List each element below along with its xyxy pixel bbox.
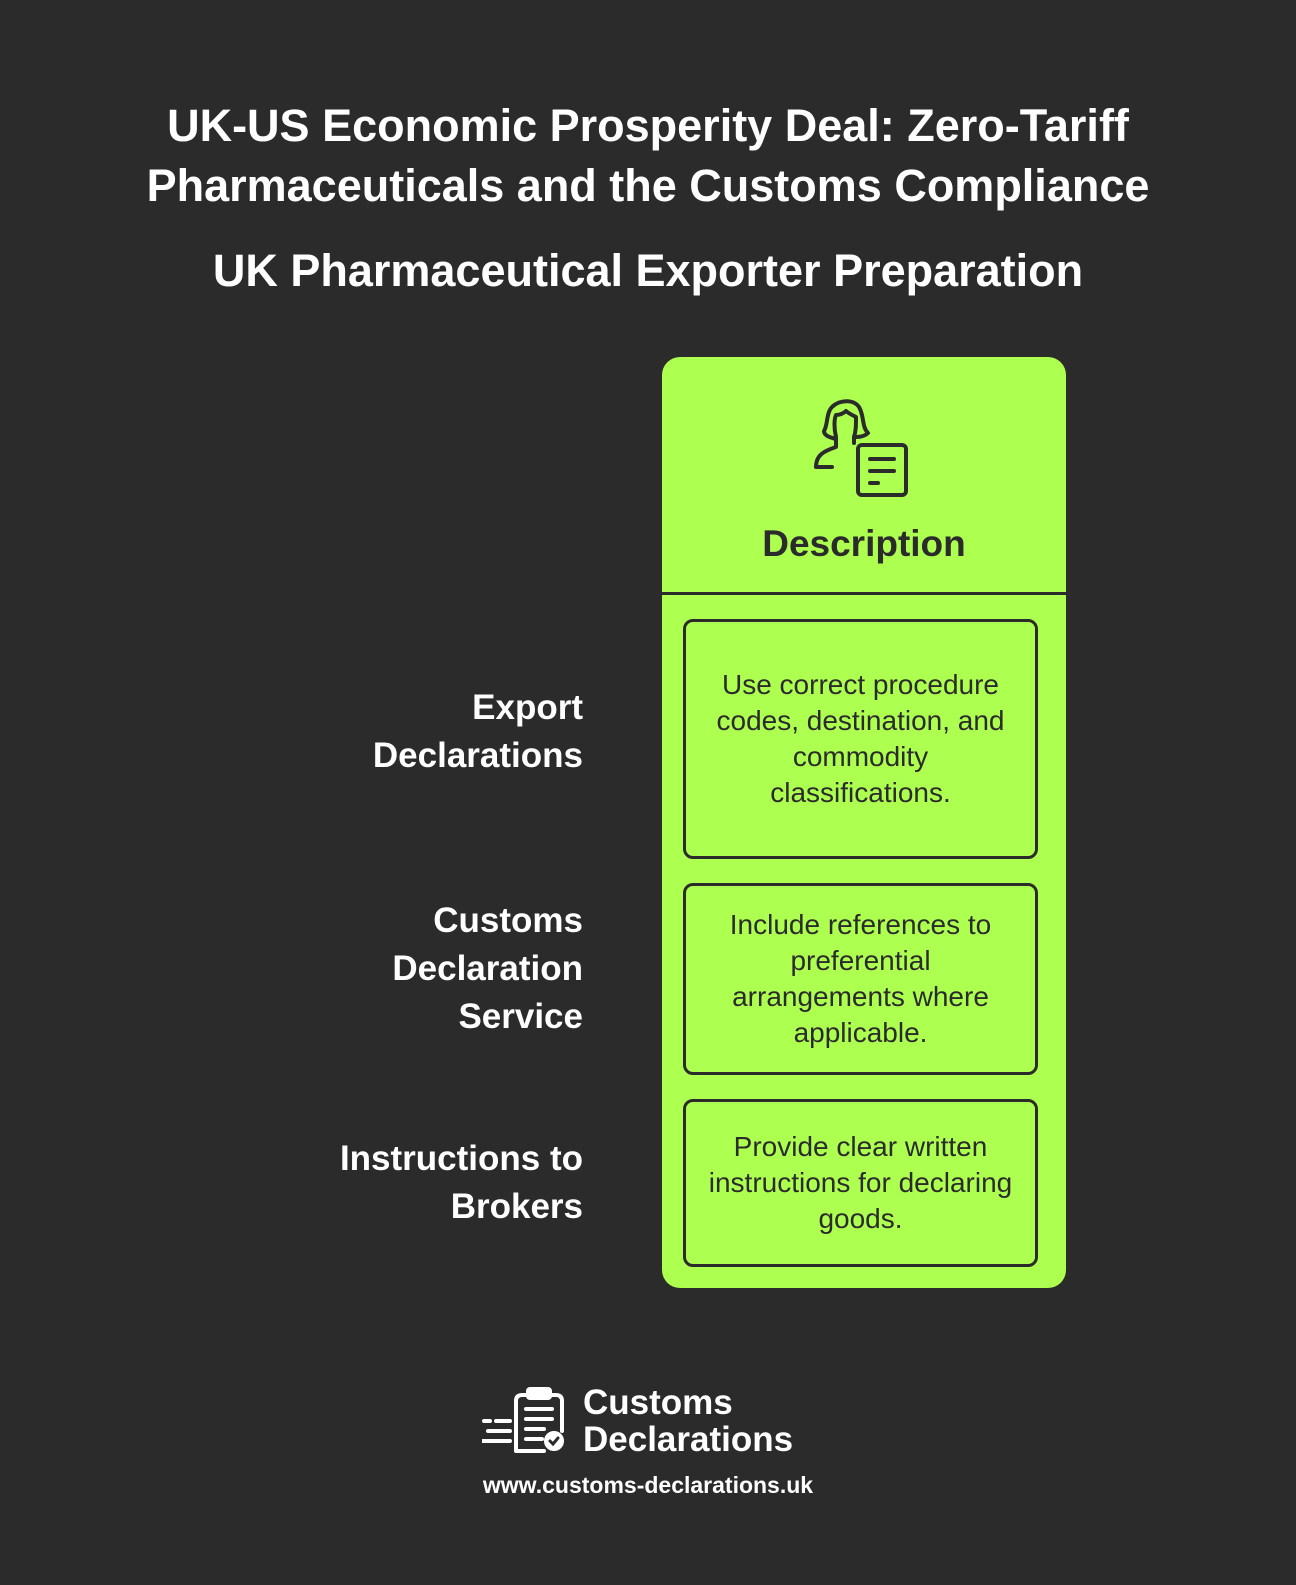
description-box-customs-declaration-service: Include references to preferential arran…: [683, 883, 1038, 1075]
page-title: UK-US Economic Prosperity Deal: Zero-Tar…: [0, 96, 1296, 216]
brand-line-2: Declarations: [583, 1420, 794, 1459]
clipboard-check-logo-icon: [482, 1387, 564, 1453]
card-heading: Description: [762, 523, 966, 564]
page-subtitle: UK Pharmaceutical Exporter Preparation: [212, 245, 1084, 296]
website-url: www.customs-declarations.uk: [482, 1472, 814, 1498]
card-divider: [662, 592, 1066, 595]
person-with-document-icon: [814, 399, 908, 497]
description-box-instructions-to-brokers: Provide clear written instructions for d…: [683, 1099, 1038, 1267]
description-box-export-declarations: Use correct procedure codes, destination…: [683, 619, 1038, 859]
description-card: Description Use correct procedure codes,…: [662, 357, 1066, 1288]
row-label-customs-declaration-service: Customs Declaration Service: [392, 901, 583, 1036]
title-line-2: Pharmaceuticals and the Customs Complian…: [146, 160, 1150, 211]
title-line-1: UK-US Economic Prosperity Deal: Zero-Tar…: [167, 100, 1129, 151]
row-label-export-declarations: Export Declarations: [372, 688, 583, 775]
brand-name: Customs Declarations: [583, 1384, 793, 1458]
row-label-instructions-to-brokers: Instructions to Brokers: [339, 1139, 583, 1226]
brand-line-1: Customs: [583, 1383, 733, 1422]
